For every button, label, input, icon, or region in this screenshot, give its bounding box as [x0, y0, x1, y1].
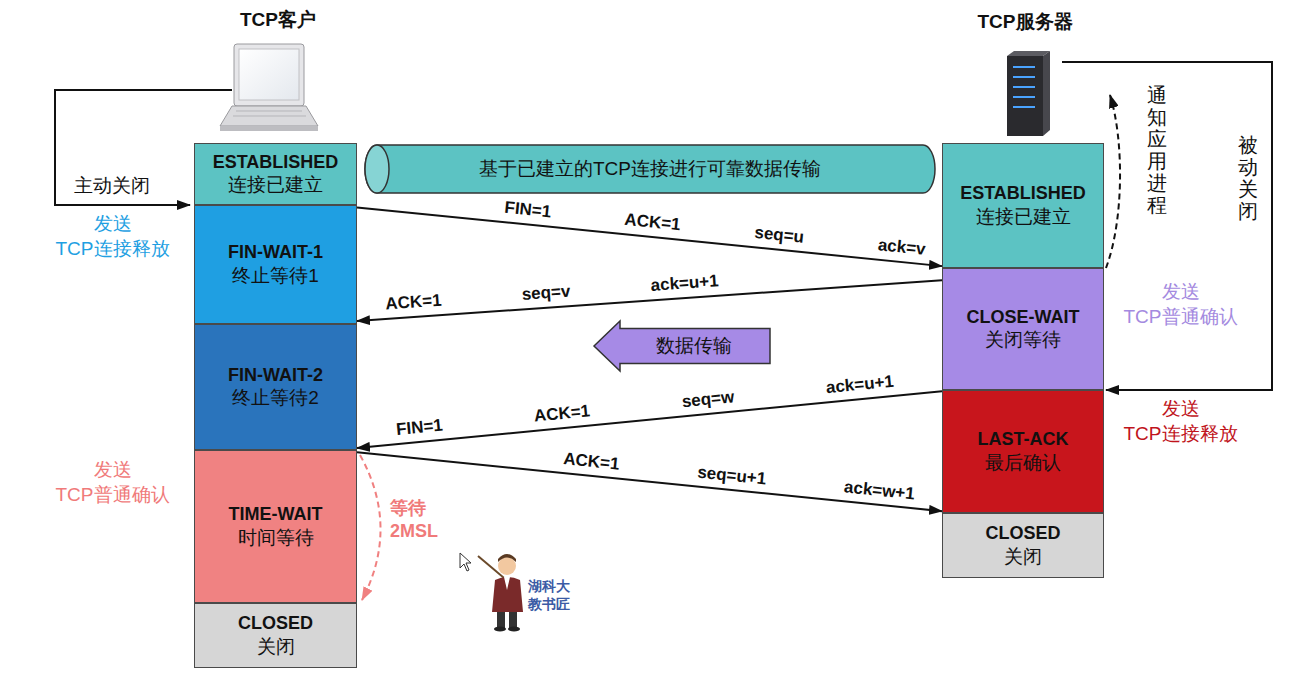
state-box: LAST-ACK最后确认	[942, 390, 1104, 513]
mouse-cursor	[460, 553, 471, 571]
send-note: 发送 TCP普通确认	[1108, 280, 1253, 329]
state-text: 时间等待	[238, 526, 314, 550]
state-name: CLOSED	[238, 612, 313, 635]
state-text: 终止等待2	[232, 386, 319, 410]
server-heading: TCP服务器	[960, 10, 1090, 35]
wait-2msl-dashed-arrow	[360, 455, 381, 600]
state-name: LAST-ACK	[978, 428, 1069, 451]
server-icon	[1007, 51, 1050, 136]
state-text: 终止等待1	[232, 264, 319, 288]
state-box: FIN-WAIT-1终止等待1	[194, 205, 357, 324]
send-note: 发送 TCP连接释放	[40, 212, 185, 261]
vertical-note: 通知应用进程	[1147, 84, 1167, 216]
state-text: 关闭	[1004, 545, 1042, 569]
state-text: 关闭等待	[985, 328, 1061, 352]
teacher-figure	[478, 554, 523, 632]
message-fields: ACK=1 seq=u+1 ack=w+1	[562, 449, 915, 505]
state-text: 连接已建立	[976, 205, 1071, 229]
notify-app-dashed-arrow	[1106, 95, 1120, 268]
state-text: 数据传输	[656, 334, 732, 358]
state-box: ESTABLISHED连接已建立	[942, 143, 1104, 268]
state-box: TIME-WAIT时间等待	[194, 450, 357, 603]
message-fields: FIN=1 ACK=1 seq=w ack=u+1	[395, 372, 895, 441]
client-heading: TCP客户	[222, 8, 334, 33]
timer-note: 等待 2MSL	[390, 497, 450, 544]
state-text: 最后确认	[985, 451, 1061, 475]
state-name: CLOSED	[985, 522, 1060, 545]
send-note: 发送 TCP普通确认	[40, 458, 185, 507]
cylinder-body	[365, 145, 935, 193]
state-name: TIME-WAIT	[229, 503, 323, 526]
vertical-note: 被动关闭	[1238, 134, 1258, 222]
state-name: FIN-WAIT-2	[228, 364, 323, 387]
block-arrow: 数据传输	[594, 321, 770, 371]
cylinder-cap	[365, 145, 389, 193]
channel-cylinder: 基于已建立的TCP连接进行可靠数据传输	[365, 145, 935, 193]
laptop-icon	[220, 44, 318, 131]
state-name: FIN-WAIT-1	[228, 241, 323, 264]
state-text: 关闭	[257, 635, 295, 659]
watermark: 湖科大 教书匠	[528, 577, 590, 613]
state-box: ESTABLISHED连接已建立	[194, 143, 357, 205]
state-name: CLOSE-WAIT	[967, 306, 1080, 329]
message-fields: ACK=1 seq=v ack=u+1	[385, 272, 720, 316]
state-box: CLOSED关闭	[942, 513, 1104, 578]
state-box: CLOSED关闭	[194, 603, 357, 668]
state-name: ESTABLISHED	[960, 182, 1086, 205]
send-note: 发送 TCP连接释放	[1108, 397, 1253, 446]
side-note: 主动关闭	[74, 174, 184, 199]
state-name: ESTABLISHED	[213, 151, 339, 174]
state-text: 连接已建立	[228, 173, 323, 197]
state-box: CLOSE-WAIT关闭等待	[942, 268, 1104, 390]
state-box: FIN-WAIT-2终止等待2	[194, 324, 357, 450]
arrow-body	[594, 321, 770, 371]
state-text: 基于已建立的TCP连接进行可靠数据传输	[479, 157, 821, 181]
